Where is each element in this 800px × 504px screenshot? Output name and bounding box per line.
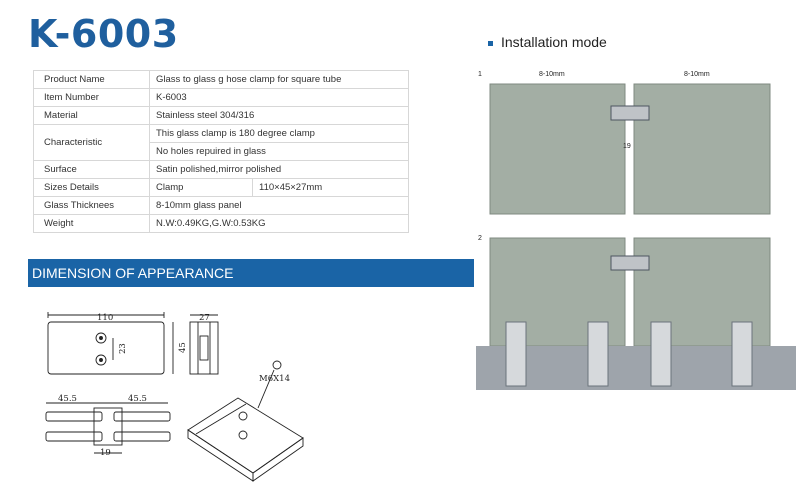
glass-panel-left	[489, 83, 626, 215]
spec-row-item-number: Item Number K-6003	[33, 88, 409, 107]
spec-label: Characteristic	[33, 124, 150, 161]
spec-value: Stainless steel 304/316	[149, 106, 409, 125]
dim-top-gap: 19	[100, 448, 111, 458]
dimension-drawings: 110 23 45 27 45.5 45.5 19 M6X14	[45, 312, 304, 482]
spec-value: 8-10mm glass panel	[149, 196, 409, 215]
fig2-number: 2	[478, 235, 482, 242]
spec-label: Surface	[33, 160, 150, 179]
spec-value: No holes repuired in glass	[149, 142, 409, 161]
spec-row-characteristic: Characteristic This glass clamp is 180 d…	[33, 124, 409, 161]
spec-value: Satin polished,mirror polished	[149, 160, 409, 179]
spec-row-product-name: Product Name Glass to glass g hose clamp…	[33, 70, 409, 89]
dim-top-right: 45.5	[128, 394, 147, 404]
fig1-gap-mid: 19	[623, 143, 631, 150]
fig1-number: 1	[478, 71, 482, 78]
spec-value: N.W:0.49KG,G.W:0.53KG	[149, 214, 409, 233]
side-view	[189, 314, 219, 375]
dim-screw: M6X14	[259, 374, 290, 384]
glass-panel-right	[633, 83, 771, 215]
spec-value: This glass clamp is 180 degree clamp	[149, 124, 409, 143]
spec-row-surface: Surface Satin polished,mirror polished	[33, 160, 409, 179]
fig1-gap-right: 8-10mm	[684, 71, 710, 78]
spec-label: Item Number	[33, 88, 150, 107]
spec-row-weight: Weight N.W:0.49KG,G.W:0.53KG	[33, 214, 409, 233]
dim-top-left: 45.5	[58, 394, 77, 404]
spec-label: Product Name	[33, 70, 150, 89]
top-view	[45, 402, 171, 454]
spec-table: Product Name Glass to glass g hose clamp…	[33, 70, 409, 233]
product-title: K-6003	[28, 12, 179, 56]
front-view	[47, 312, 174, 375]
spec-value: Clamp	[149, 178, 253, 197]
spec-value: Glass to glass g hose clamp for square t…	[149, 70, 409, 89]
dim-side-width: 27	[199, 313, 210, 323]
dim-hole-spacing: 23	[118, 343, 128, 354]
fig1-gap-left: 8-10mm	[539, 71, 565, 78]
spec-label: Weight	[33, 214, 150, 233]
dimension-banner: DIMENSION OF APPEARANCE	[28, 259, 474, 287]
installation-heading-text: Installation mode	[501, 34, 607, 50]
spec-label: Glass Thicknees	[33, 196, 150, 215]
spec-label: Sizes Details	[33, 178, 150, 197]
spec-label: Material	[33, 106, 150, 125]
dim-front-width: 110	[97, 313, 113, 323]
spec-row-sizes: Sizes Details Clamp 110×45×27mm	[33, 178, 409, 197]
spec-row-glass: Glass Thicknees 8-10mm glass panel	[33, 196, 409, 215]
isometric-view	[187, 360, 304, 482]
spec-value-2: 110×45×27mm	[252, 178, 409, 197]
dim-front-height: 45	[178, 342, 188, 353]
installation-heading: Installation mode	[488, 34, 607, 50]
clamp-shape	[610, 255, 650, 271]
installation-figure-1: 1 8-10mm 8-10mm 19	[478, 71, 771, 215]
installation-figure-2: 2	[476, 235, 796, 390]
clamp-shape	[610, 105, 650, 121]
bullet-icon	[488, 40, 493, 46]
spec-row-material: Material Stainless steel 304/316	[33, 106, 409, 125]
spigot-posts	[505, 321, 753, 387]
spec-value: K-6003	[149, 88, 409, 107]
